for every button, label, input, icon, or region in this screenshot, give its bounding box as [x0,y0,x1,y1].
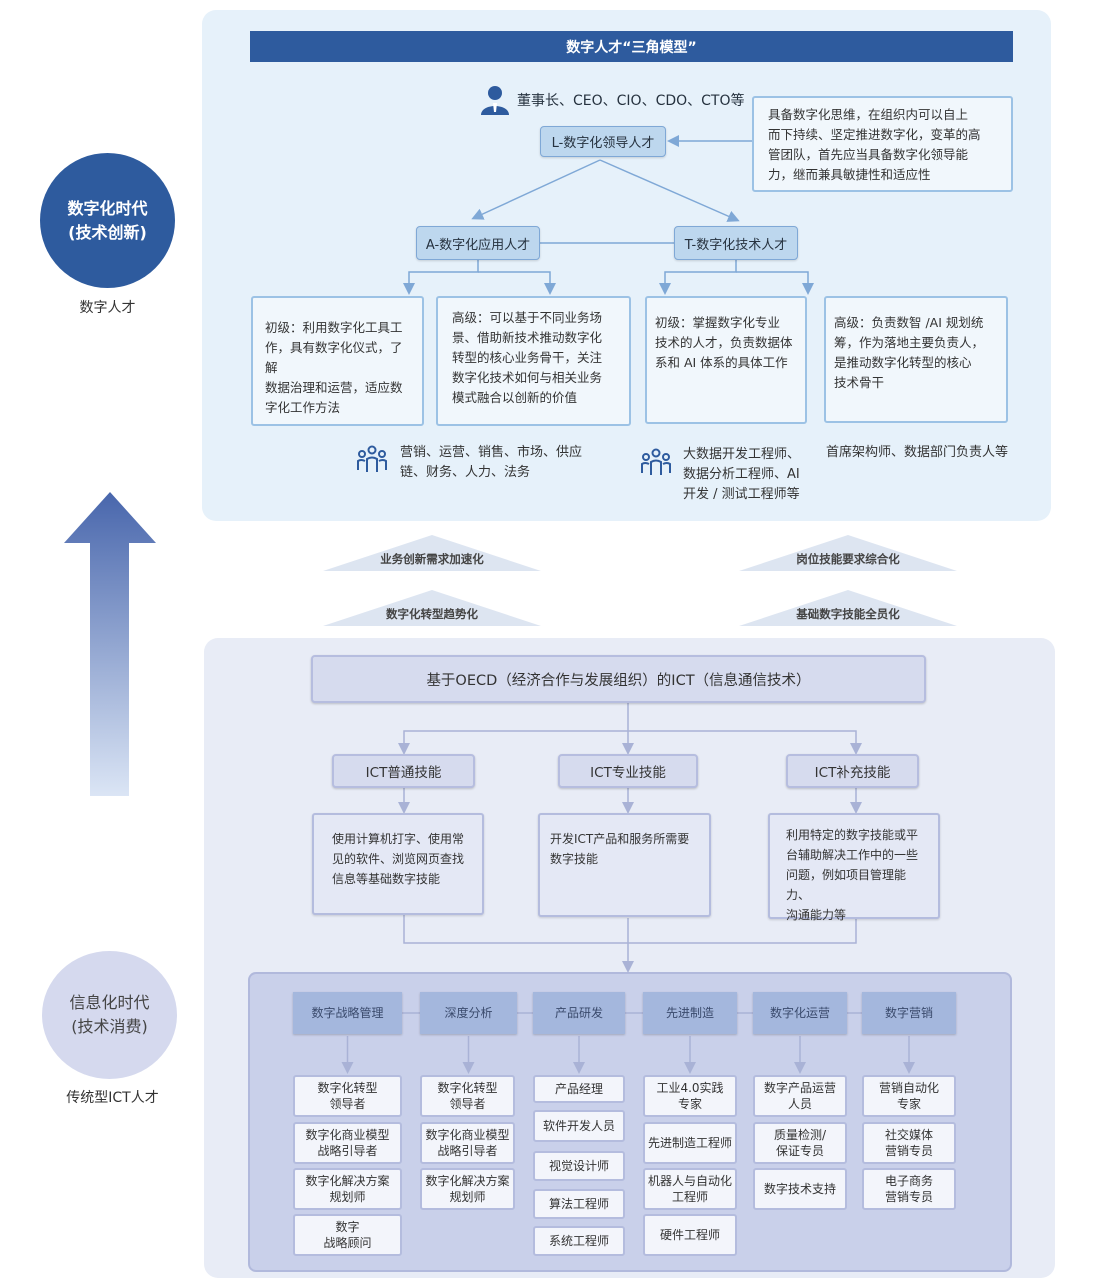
job-title: 电子商务营销专员 [862,1168,956,1210]
info-era-subtitle: (技术消费) [71,1017,148,1036]
job-title: 数字化转型领导者 [420,1075,515,1117]
job-title: 算法工程师 [533,1189,625,1219]
ict-supplementary-skill: ICT补充技能 [786,754,919,788]
group-icon [356,444,388,476]
job-title: 数字技术支持 [753,1168,847,1210]
job-category: 数字化运营 [753,992,847,1034]
top-panel [202,10,1051,521]
t-technical-node: T-数字化技术人才 [674,226,798,260]
ict-general-skill: ICT普通技能 [332,754,475,788]
job-title: 数字化解决方案规划师 [293,1168,402,1210]
job-title: 质量检测/保证专员 [753,1122,847,1164]
job-title: 数字化解决方案规划师 [420,1168,515,1210]
a-senior-desc: 高级：可以基于不同业务场景、借助新技术推动数字化转型的核心业务骨干，关注数字化技… [436,296,631,426]
job-title: 数字化转型领导者 [293,1075,402,1117]
job-title: 软件开发人员 [533,1110,625,1142]
a-roles-label: 营销、运营、销售、市场、供应链、财务、人力、法务 [400,445,583,480]
a-junior-desc: 初级：利用数字化工具工作，具有数字化仪式，了解数据治理和运营，适应数字化工作方法 [251,296,424,426]
job-title: 视觉设计师 [533,1151,625,1181]
job-category: 深度分析 [420,992,517,1034]
job-category: 数字营销 [862,992,956,1034]
digital-talent-caption: 数字人才 [79,300,136,316]
job-title: 数字战略顾问 [293,1214,402,1256]
a-application-node: A-数字化应用人才 [416,226,540,260]
group-icon [640,447,672,479]
job-title: 系统工程师 [533,1226,625,1256]
job-title: 数字化商业模型战略引导者 [420,1122,515,1164]
info-era-circle: 信息化时代 (技术消费) [42,951,177,1079]
job-title: 产品经理 [533,1075,625,1103]
person-icon [478,84,512,116]
right-lower-trend: 基础数字技能全员化 [796,607,900,621]
job-title: 数字产品运营人员 [753,1075,847,1117]
digital-era-subtitle: (技术创新) [68,222,147,242]
job-title: 数字化商业模型战略引导者 [293,1122,402,1164]
job-title: 先进制造工程师 [643,1122,737,1164]
l-leader-node: L-数字化领导人才 [540,126,666,157]
left-lower-trend: 数字化转型趋势化 [386,607,478,621]
right-upper-trend: 岗位技能要求综合化 [796,552,900,566]
job-title: 营销自动化专家 [862,1075,956,1117]
ict-supplementary-desc: 利用特定的数字技能或平台辅助解决工作中的一些问题，例如项目管理能力、沟通能力等 [768,813,940,922]
leaders-label: 董事长、CEO、CIO、CDO、CTO等 [517,93,745,109]
up-arrow-icon [64,492,156,796]
l-leader-desc: 具备数字化思维，在组织内可以自上而下持续、坚定推进数字化，变革的高管团队，首先应… [752,96,1013,192]
ict-talent-caption: 传统型ICT人才 [66,1090,159,1106]
t-roles2-label: 首席架构师、数据部门负责人等 [826,445,1009,460]
job-category: 产品研发 [533,992,625,1034]
t-senior-desc: 高级：负责数智 /AI 规划统筹，作为落地主要负责人，是推动数字化转型的核心技术… [824,296,1008,423]
triangle-model-title: 数字人才“三角模型” [250,31,1013,62]
ict-professional-desc: 开发ICT产品和服务所需要数字技能 [538,813,711,917]
job-category: 先进制造 [643,992,737,1034]
digital-era-title: 数字化时代 [67,198,148,218]
ict-professional-skill: ICT专业技能 [558,754,698,788]
job-title: 社交媒体营销专员 [862,1122,956,1164]
job-title: 工业4.0实践专家 [643,1075,737,1117]
ict-general-desc: 使用计算机打字、使用常见的软件、浏览网页查找信息等基础数字技能 [312,813,484,915]
job-title: 机器人与自动化工程师 [643,1168,737,1210]
digital-era-circle: 数字化时代 (技术创新) [40,153,175,288]
info-era-title: 信息化时代 [69,993,150,1012]
t-junior-desc: 初级：掌握数字化专业技术的人才，负责数据体系和 AI 体系的具体工作 [645,296,807,424]
oecd-ict-header: 基于OECD（经济合作与发展组织）的ICT（信息通信技术） [311,655,926,703]
job-category: 数字战略管理 [293,992,402,1034]
left-upper-trend: 业务创新需求加速化 [380,552,484,566]
job-title: 硬件工程师 [643,1214,737,1256]
